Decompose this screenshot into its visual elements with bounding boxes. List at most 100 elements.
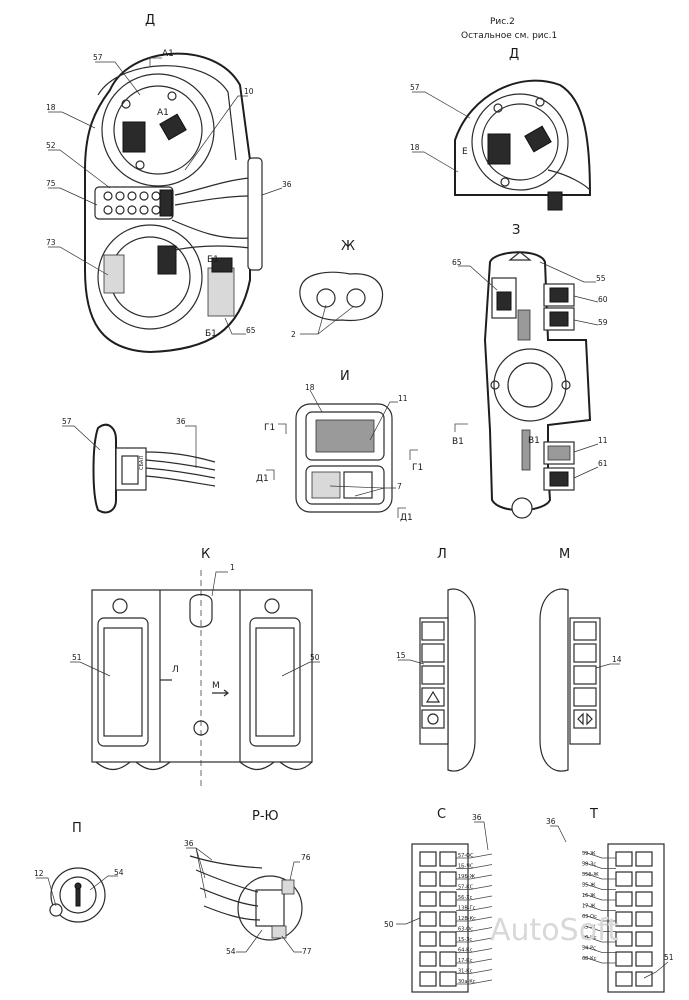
leader-line — [184, 95, 248, 171]
view-label-l: Л — [437, 547, 447, 562]
wire — [583, 883, 616, 890]
wire — [456, 979, 493, 985]
section-mark — [278, 423, 287, 434]
wire — [456, 853, 493, 859]
leader-line — [354, 487, 385, 497]
leader-line — [474, 821, 489, 851]
callout-52: 52 — [46, 141, 56, 150]
switch-65 — [496, 291, 512, 311]
callout-75: 75 — [46, 179, 56, 188]
leader-line — [573, 466, 599, 479]
column-shaft — [521, 429, 531, 471]
leader-line — [539, 261, 596, 283]
wire-label: 56-Хс — [458, 895, 473, 901]
screw-head — [112, 598, 128, 614]
wire — [547, 169, 591, 191]
strip-housing — [539, 588, 569, 772]
wire-label: 16-Ж — [582, 893, 596, 899]
lamp-socket — [346, 288, 366, 308]
section-label-d1: Д1 — [400, 513, 413, 523]
screw-head — [121, 99, 131, 109]
gauge-body — [471, 93, 569, 191]
wire-labels-s: 57-ОС1Б-ЧС19Б-Ж57-КС56-Хс13В-Гс12В-Кс63-… — [456, 853, 493, 985]
leader-line — [70, 661, 111, 677]
icon-defrost — [421, 709, 445, 729]
wire-label: 15-Зс — [458, 937, 472, 943]
column-stem — [517, 309, 531, 341]
figure-caption-note: Остальное см. рис.1 — [461, 31, 557, 41]
gauge-connector — [487, 133, 511, 165]
screw-head — [535, 97, 545, 107]
upper-indicator — [315, 419, 375, 453]
callout-61: 61 — [598, 459, 608, 468]
wire — [456, 937, 493, 943]
strip-housing — [447, 588, 476, 772]
wire — [583, 914, 616, 922]
screw-head — [167, 91, 177, 101]
wire — [583, 851, 616, 859]
display-right-frame — [249, 617, 301, 747]
lamp-socket — [316, 288, 336, 308]
wire — [456, 969, 493, 974]
view-label-i: И — [340, 369, 350, 384]
leader-line — [89, 875, 118, 891]
lamp-housing — [299, 271, 384, 322]
connector-label: СБАЛ — [139, 456, 145, 470]
leader-line — [261, 187, 283, 196]
key-slot-top — [74, 882, 82, 890]
screw-head — [490, 380, 500, 390]
view-label-k: К — [201, 547, 210, 562]
upper-gauge-terminal — [159, 113, 187, 141]
callout-14: 14 — [612, 655, 622, 664]
leader-line — [412, 151, 459, 173]
callout-11: 11 — [398, 394, 408, 403]
view-i-switch-block: И 18 11 7 Г1 Г1 Д1 Д1 — [256, 369, 423, 523]
view-t-terminal-strip: Т 59-Ж58-Зс55б-Ж55-Ж16-Ж17-Ж63-Ос65-Ж10-… — [546, 807, 674, 993]
wire-label: 57-КС — [458, 885, 474, 891]
wire — [583, 904, 616, 911]
callout-57: 57 — [62, 417, 72, 426]
turn-signal-icon — [577, 712, 593, 726]
defrost-icon — [427, 713, 439, 725]
callout-54: 54 — [226, 947, 236, 956]
lower-button-right — [343, 471, 373, 499]
housing-side — [92, 423, 117, 514]
view-label-r-yu: Р-Ю — [252, 809, 279, 824]
wire-label: 55б-Ж — [582, 872, 599, 878]
keyhole-slot — [189, 593, 213, 628]
callout-36: 36 — [472, 813, 482, 822]
wire — [174, 245, 251, 251]
wire-label: 58-Зс — [582, 862, 596, 868]
connector-block — [94, 186, 174, 220]
leader-line — [48, 149, 111, 189]
callout-51: 51 — [72, 653, 82, 662]
terminal-slots — [419, 851, 457, 987]
leader-line — [573, 319, 599, 326]
wire — [456, 916, 493, 922]
upper-gauge-body — [101, 73, 215, 187]
gauge-ring — [481, 103, 559, 181]
icon-headlight — [421, 621, 445, 641]
icon-hazard-triangle — [421, 687, 445, 707]
relay-65-cap — [211, 257, 233, 273]
screw-head — [500, 177, 510, 187]
section-label-g1: Г1 — [264, 423, 275, 433]
view-label-z: З — [512, 223, 520, 238]
leader-line — [595, 663, 620, 669]
view-label-d-left: Д — [145, 13, 155, 28]
callout-60: 60 — [598, 295, 608, 304]
leader-line — [573, 295, 599, 303]
section-mark — [397, 507, 406, 518]
leader-line — [186, 847, 213, 899]
wire-label: 68-Кс — [582, 956, 597, 962]
leader-line — [309, 389, 323, 413]
leader-line — [95, 61, 141, 96]
wire — [199, 887, 259, 907]
screw-head — [135, 160, 145, 170]
relay-65 — [207, 267, 235, 317]
section-mark — [149, 57, 162, 66]
section-mark — [454, 423, 468, 432]
callout-77: 77 — [302, 947, 312, 956]
section-label-a1: А1 — [162, 49, 174, 59]
wire — [145, 451, 216, 463]
